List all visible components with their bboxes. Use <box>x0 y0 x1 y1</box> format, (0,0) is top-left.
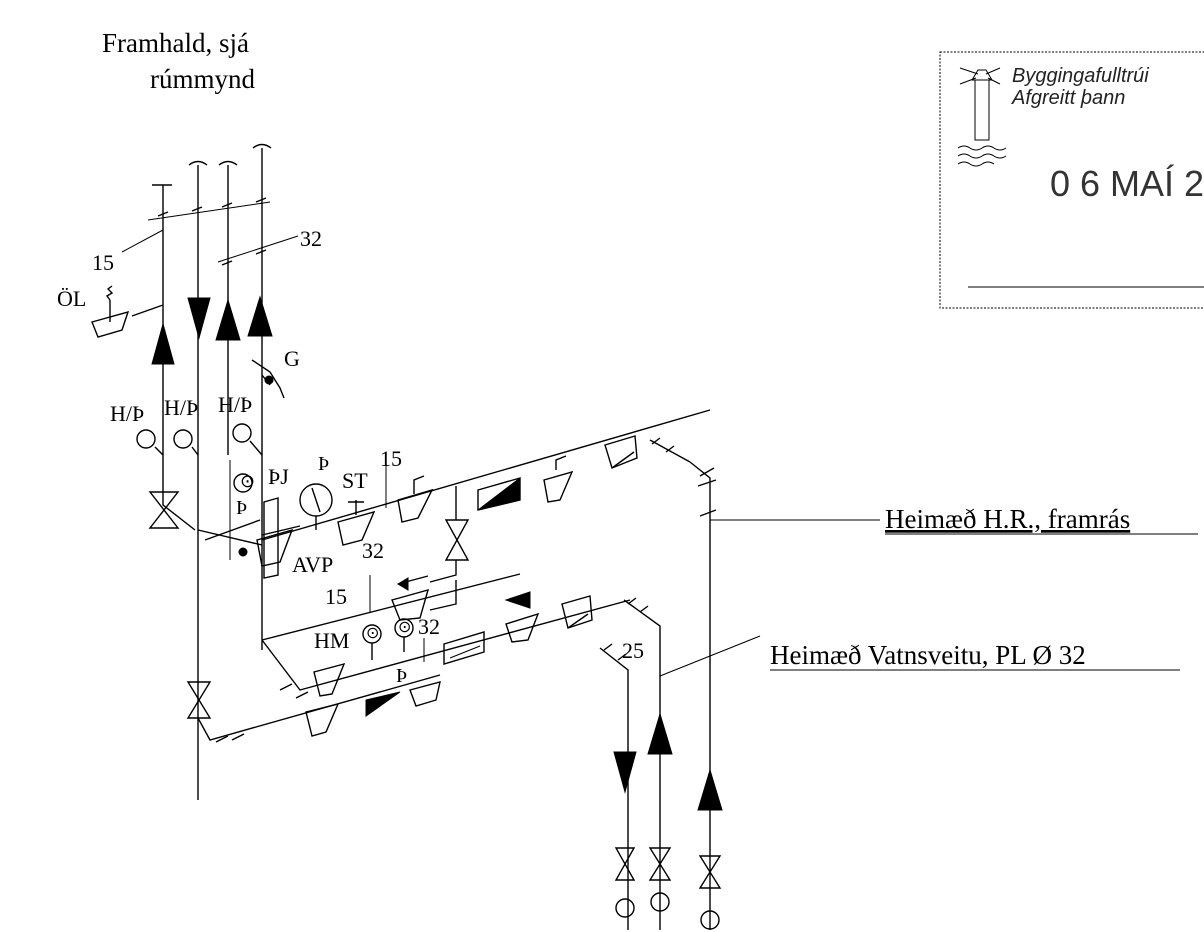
label-oil: ÖL <box>57 286 86 311</box>
oil-drain-valve <box>91 285 164 338</box>
header-line-2: rúmmynd <box>150 64 255 94</box>
label-hm: HM <box>314 628 349 653</box>
arrow-up-icon <box>247 295 273 337</box>
callout-water-supply-text: Heimæð Vatnsveitu, PL Ø 32 <box>770 640 1086 670</box>
label-hp-1: H/Þ <box>110 401 144 426</box>
label-th-under: Þ <box>236 497 247 519</box>
label-st: ST <box>342 468 368 493</box>
label-avp: AVP <box>292 552 333 577</box>
size-label-15-st: 15 <box>380 446 402 471</box>
arrow-right-icon <box>365 691 401 717</box>
header-line-1: Framhald, sjá <box>102 28 249 58</box>
gauge-symbol: ⊙ <box>240 471 255 491</box>
size-label-32-hm: 32 <box>418 614 440 639</box>
arrow-up-icon <box>647 712 673 755</box>
lower-drops <box>613 712 723 930</box>
g-connection <box>251 359 285 399</box>
water-supply-run <box>261 591 661 930</box>
flow-arrows-top <box>151 295 273 365</box>
size-label-15-top: 15 <box>92 250 114 275</box>
lower-return-run <box>197 674 441 743</box>
hm-gauge-symbol-2: ⊙ <box>398 619 411 636</box>
callout-water-supply: Heimæð Vatnsveitu, PL Ø 32 <box>659 635 1180 677</box>
stamp-line-1: Byggingafulltrúi <box>1012 65 1149 87</box>
size-label-32-avp: 32 <box>362 538 384 563</box>
label-hp-2: H/Þ <box>164 395 198 420</box>
hm-gauge-symbol: ⊙ <box>366 625 379 642</box>
size-label-32-top: 32 <box>300 226 322 251</box>
arrow-up-icon <box>151 322 175 365</box>
stamp-date: 0 6 MAÍ 20 <box>1050 163 1204 204</box>
top-risers <box>121 143 299 800</box>
stamp-border <box>939 51 1204 309</box>
arrow-down-icon <box>187 297 211 340</box>
callout-hr-supply: Heimæð H.R., framrás <box>699 504 1198 535</box>
approval-stamp: Byggingafulltrúi Afgreitt þann 0 6 MAÍ 2… <box>939 51 1204 309</box>
label-th-gauge: Þ <box>318 453 329 475</box>
label-th-hm: Þ <box>396 665 407 687</box>
size-label-15-mid: 15 <box>325 584 347 609</box>
label-thj: ÞJ <box>268 464 289 489</box>
label-hp-3: H/Þ <box>218 392 252 417</box>
mid-return-run <box>261 573 521 641</box>
riser-valve-left <box>148 491 180 529</box>
hr-supply-run <box>197 409 717 930</box>
riser-valve-lower <box>186 681 212 719</box>
size-label-25: 25 <box>622 638 644 663</box>
arrow-left-icon <box>504 591 531 609</box>
arrow-up-icon <box>697 768 723 811</box>
pressure-gauge-2 <box>173 429 199 456</box>
arrow-up-icon <box>215 298 241 341</box>
pressure-gauge-3 <box>232 423 263 456</box>
stamp-line-2: Afgreitt þann <box>1011 87 1125 109</box>
callout-hr-supply-text: Heimæð H.R., framrás <box>885 504 1130 534</box>
pressure-gauge-1 <box>136 429 164 456</box>
lighthouse-icon <box>957 67 1007 167</box>
arrow-down-icon <box>613 751 637 794</box>
label-g: G <box>284 346 300 371</box>
